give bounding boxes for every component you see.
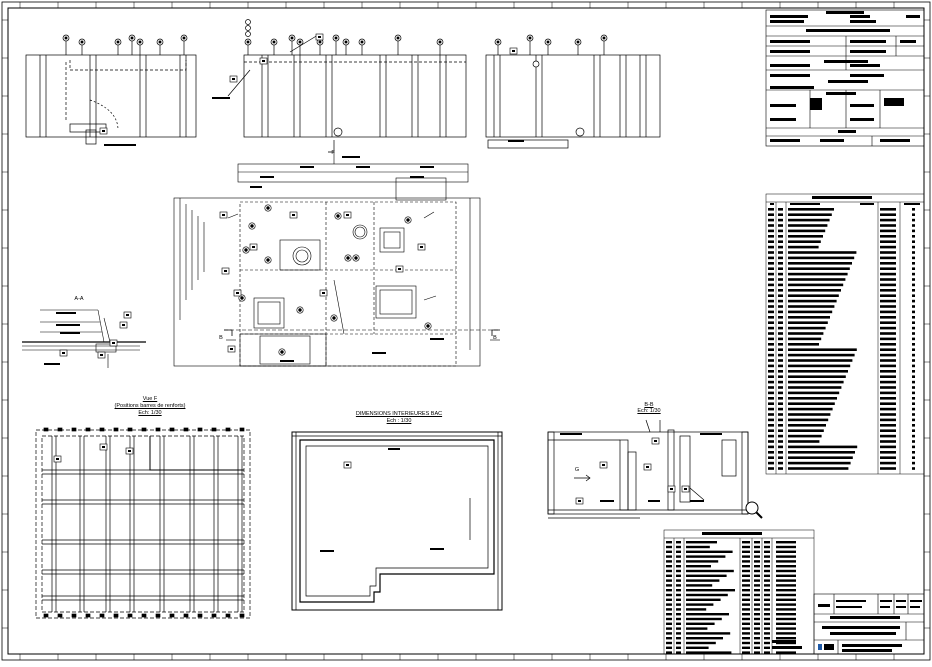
magnifier-icon[interactable] xyxy=(744,500,764,520)
title-block-top-bars xyxy=(770,11,920,142)
view-f-title: Vue F xyxy=(142,396,158,402)
section-aa-label: A-A xyxy=(74,296,84,302)
section-marker-b-left: B xyxy=(219,335,223,341)
title-block-bottom xyxy=(813,593,925,655)
view-f-scale: Ech: 1/30 xyxy=(138,410,162,416)
section-aa xyxy=(22,309,146,368)
dims-title: DIMENSIONS INTERIEURES BAC xyxy=(355,411,443,417)
section-bb-label: B-B xyxy=(644,402,654,408)
annotation-bars xyxy=(56,97,704,552)
section-marker-b-right: B xyxy=(493,335,497,341)
view-f-grid xyxy=(35,429,251,619)
section-bb xyxy=(547,419,749,519)
elevation-left xyxy=(25,54,197,146)
section-bb-scale: Ech: 1/30 xyxy=(637,408,661,414)
view-marker-f: F xyxy=(331,150,335,156)
elevation-middle xyxy=(212,34,467,152)
dims-scale: Ech : 1/30 xyxy=(386,418,412,424)
title-block-top xyxy=(765,9,925,147)
view-f-subtitle: (Positions barres de renforts) xyxy=(114,403,186,409)
parts-list-right xyxy=(765,193,925,475)
view-marker-g: G xyxy=(574,467,580,473)
plan-view xyxy=(173,152,500,367)
title-block-bottom-bars xyxy=(772,600,922,652)
parts-list-bottom xyxy=(663,529,815,655)
dims-bac xyxy=(291,431,503,611)
elevation-right xyxy=(485,54,661,149)
